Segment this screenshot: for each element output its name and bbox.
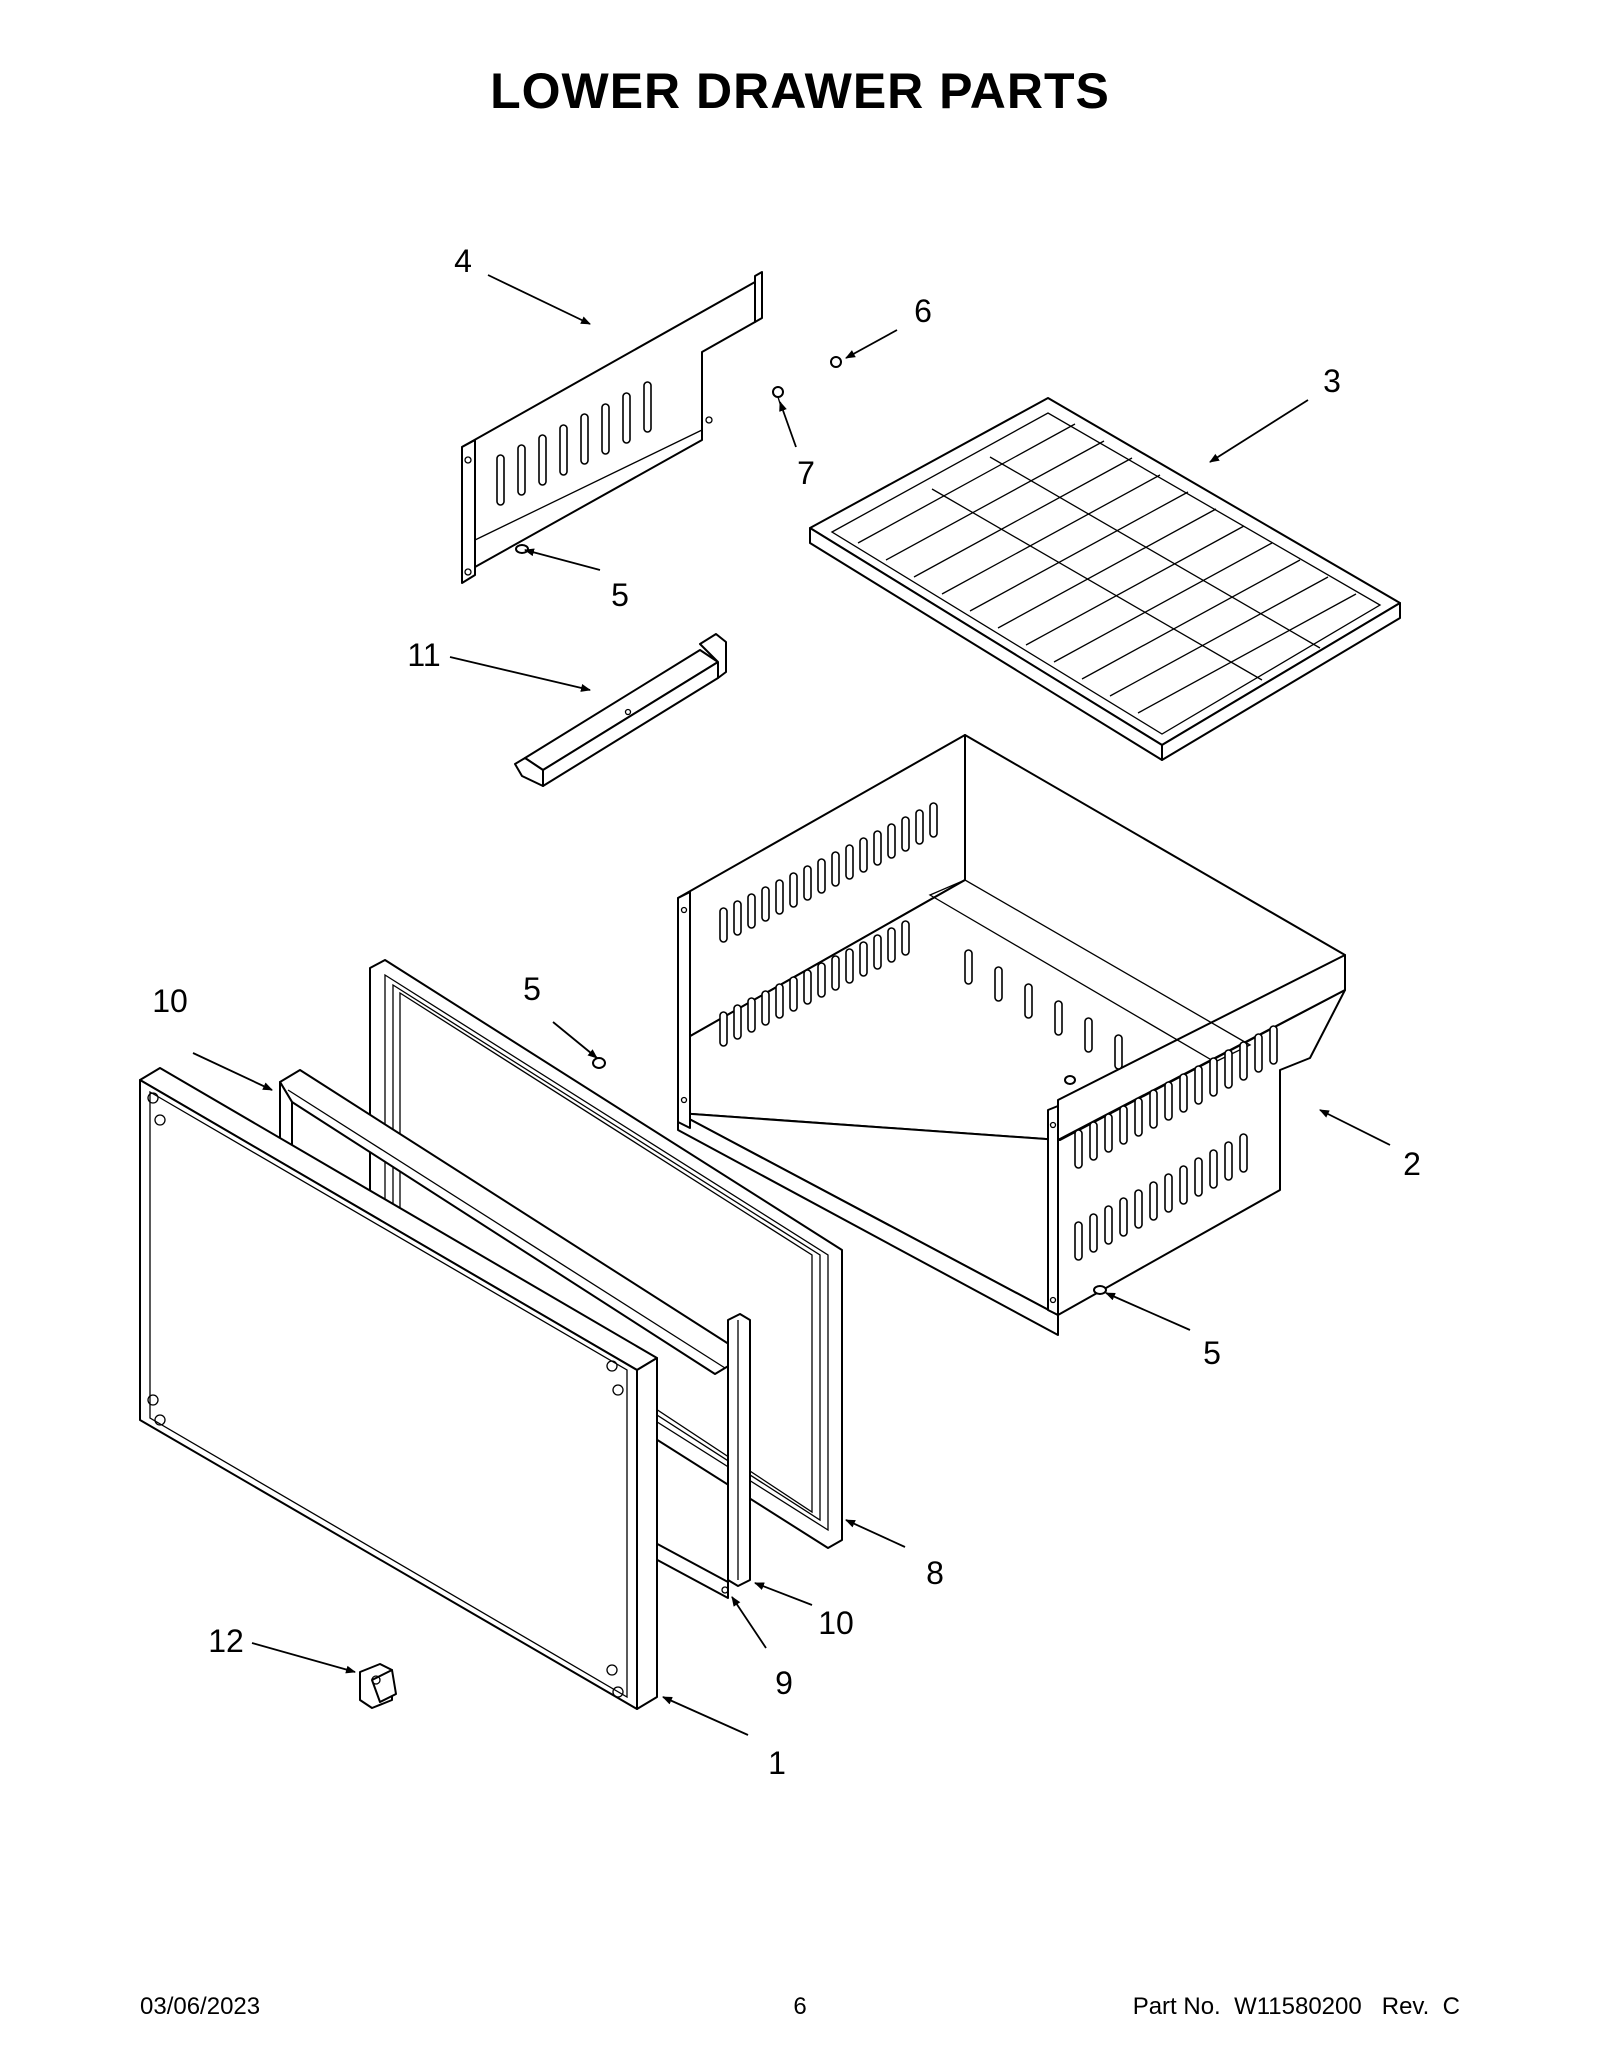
callout-5-gasket: 5 (523, 971, 541, 1007)
footer-part-number: Part No. W11580200 Rev. C (1133, 1993, 1460, 2021)
part-10-lower-trim-strip (727, 1313, 751, 1587)
part-6-nut (830, 356, 842, 368)
part-4-rear-bracket (461, 271, 763, 584)
callout-11: 11 (407, 637, 440, 673)
part-label: Part No. (1132, 1993, 1221, 2020)
part-number: W11580200 (1234, 1993, 1362, 2020)
part-9-bottom-trim (649, 1539, 729, 1599)
part-11-rail (514, 633, 727, 787)
part-2-drawer-bin (677, 734, 1346, 1336)
part-5-screw-gasket (592, 1057, 606, 1069)
footer-date: 03/06/2023 (140, 1993, 261, 2020)
callout-3: 3 (1323, 363, 1341, 399)
part-12-clip (359, 1663, 397, 1709)
callout-1: 1 (768, 1745, 786, 1781)
part-3-shelf-grid (809, 397, 1401, 761)
callout-4: 4 (454, 243, 472, 279)
callout-6: 6 (914, 293, 932, 329)
callout-2: 2 (1403, 1146, 1421, 1182)
callout-10-lower: 10 (818, 1605, 854, 1641)
callout-12: 12 (208, 1623, 244, 1659)
leader-lines (192, 274, 1391, 1736)
callout-9: 9 (775, 1665, 793, 1701)
part-1-drawer-front (139, 1067, 658, 1710)
rev-label: Rev. (1381, 1993, 1430, 2020)
page-title: LOWER DRAWER PARTS (490, 63, 1110, 119)
callout-10-upper: 10 (152, 983, 188, 1019)
rev-value: C (1442, 1993, 1460, 2020)
footer-page-number: 6 (793, 1993, 807, 2020)
callout-5-bracket: 5 (611, 577, 629, 613)
callout-5-bin: 5 (1203, 1335, 1221, 1371)
callout-8: 8 (926, 1555, 944, 1591)
callout-7: 7 (797, 455, 815, 491)
